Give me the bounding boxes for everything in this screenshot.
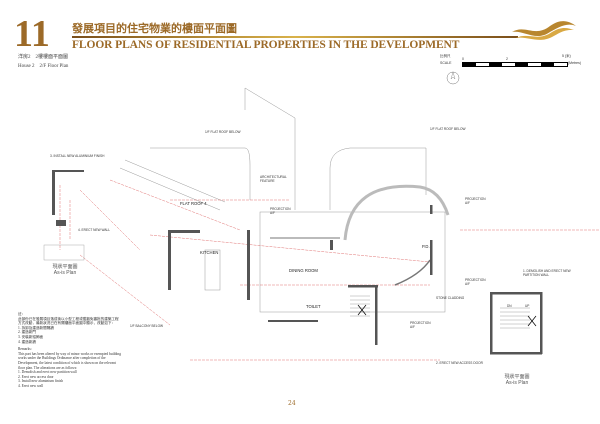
notes-en-body: This part has been altered by way of min… [18,351,121,370]
scale-tick-5: 5 (米) [562,54,571,58]
notes-en-item: 1. Demolish and erect new partition wall [18,370,77,375]
plan-title-zh: 洋房2 2樓樓面平面圖 [18,55,69,60]
as-is-plan-right-caption: 現狀平面圖 As-is Plan [492,374,542,386]
notes-zh-body: 此部份已在發展項目落成後以小型工程或獲豁免審批的建築工程方式改動，最新狀況已在有… [18,316,119,326]
label-demolish-partition: 1. DEMOLISH AND ERECT NEW PARTITION WALL [523,269,571,277]
label-flat-roof-below-2: 1/F FLAT ROOF BELOW [430,127,466,131]
notes-zh-item: 2. 建造新門 [18,330,36,335]
plan-title-en: House 2 2/F Floor Plan [18,64,69,69]
label-erect-wall: 4. ERECT NEW WALL [78,228,111,232]
lift-cross-icon [357,304,537,327]
label-pd: P.D. [422,244,430,249]
notes-en-item: 2. Erect new access door [18,374,54,379]
page-title-zh: 發展項目的住宅物業的樓面平面圖 [72,22,237,35]
label-architectural-feature: ARCHITECTURAL FEATURE [260,175,287,183]
room-toilet: TOILET [306,304,321,309]
north-arrow-icon [446,71,460,85]
as-is-left-zh: 現狀平面圖 [52,264,78,270]
label-projection-3: PROJECTION A/F [465,278,486,286]
notes-en-heading: Remarks: [18,347,32,352]
as-is-left-en: As-is Plan [53,270,77,276]
label-balcony-below: 1/F BALCONY BELOW [130,324,164,328]
scale-label-en: SCALE [440,61,452,65]
as-is-right-en: As-is Plan [505,380,529,386]
notes-zh-item: 1. 拆卸及建造新間隔牆 [18,325,54,330]
label-projection-2: PROJECTION A/F [465,197,486,205]
label-projection-4: PROJECTION A/F [410,321,431,329]
label-erect-door: 2. ERECT NEW ACCESS DOOR [436,361,483,365]
room-flat-roof-4: FLAT ROOF 4 [180,201,207,206]
label-dn: DN [507,304,512,308]
as-is-right-zh: 現狀平面圖 [504,374,530,380]
room-kitchen: KITCHEN [200,250,219,255]
scale-tick-0: 0 [462,57,464,61]
label-up: UP [525,304,530,308]
label-flat-roof-below-1: 1/F FLAT ROOF BELOW [205,130,241,134]
title-divider [72,36,518,38]
room-dining: DINING ROOM [289,268,318,273]
page-number: 24 [288,400,296,407]
label-stone-cladding: STONE CLADDING [436,296,465,300]
section-number: 11 [14,13,50,55]
notes-zh-item: 3. 安裝新鋁飾面 [18,334,44,339]
notes-zh-item: 4. 建造新牆 [18,339,36,344]
scale-unit: (Metres) [568,61,582,65]
page-title-en: FLOOR PLANS OF RESIDENTIAL PROPERTIES IN… [72,39,460,51]
scale-tick-2: 2 [506,57,508,61]
label-install-finish: 3. INSTALL NEW ALUMINIUM FINISH [50,154,105,158]
scale-bar-graphic [462,62,568,67]
label-projection-1: PROJECTION A/F [270,207,291,215]
remarks-block: 註： 此部份已在發展項目落成後以小型工程或獲豁免審批的建築工程方式改動，最新狀況… [18,312,122,389]
notes-zh-heading: 註： [18,312,26,316]
scale-label-zh: 比例尺 [440,54,451,58]
notes-en-item: 4. Erect new wall [18,383,44,388]
notes-en-item: 3. Install new aluminium finish [18,379,64,384]
as-is-plan-left-caption: 現狀平面圖 As-is Plan [40,264,90,276]
developer-logo-icon [512,21,576,40]
